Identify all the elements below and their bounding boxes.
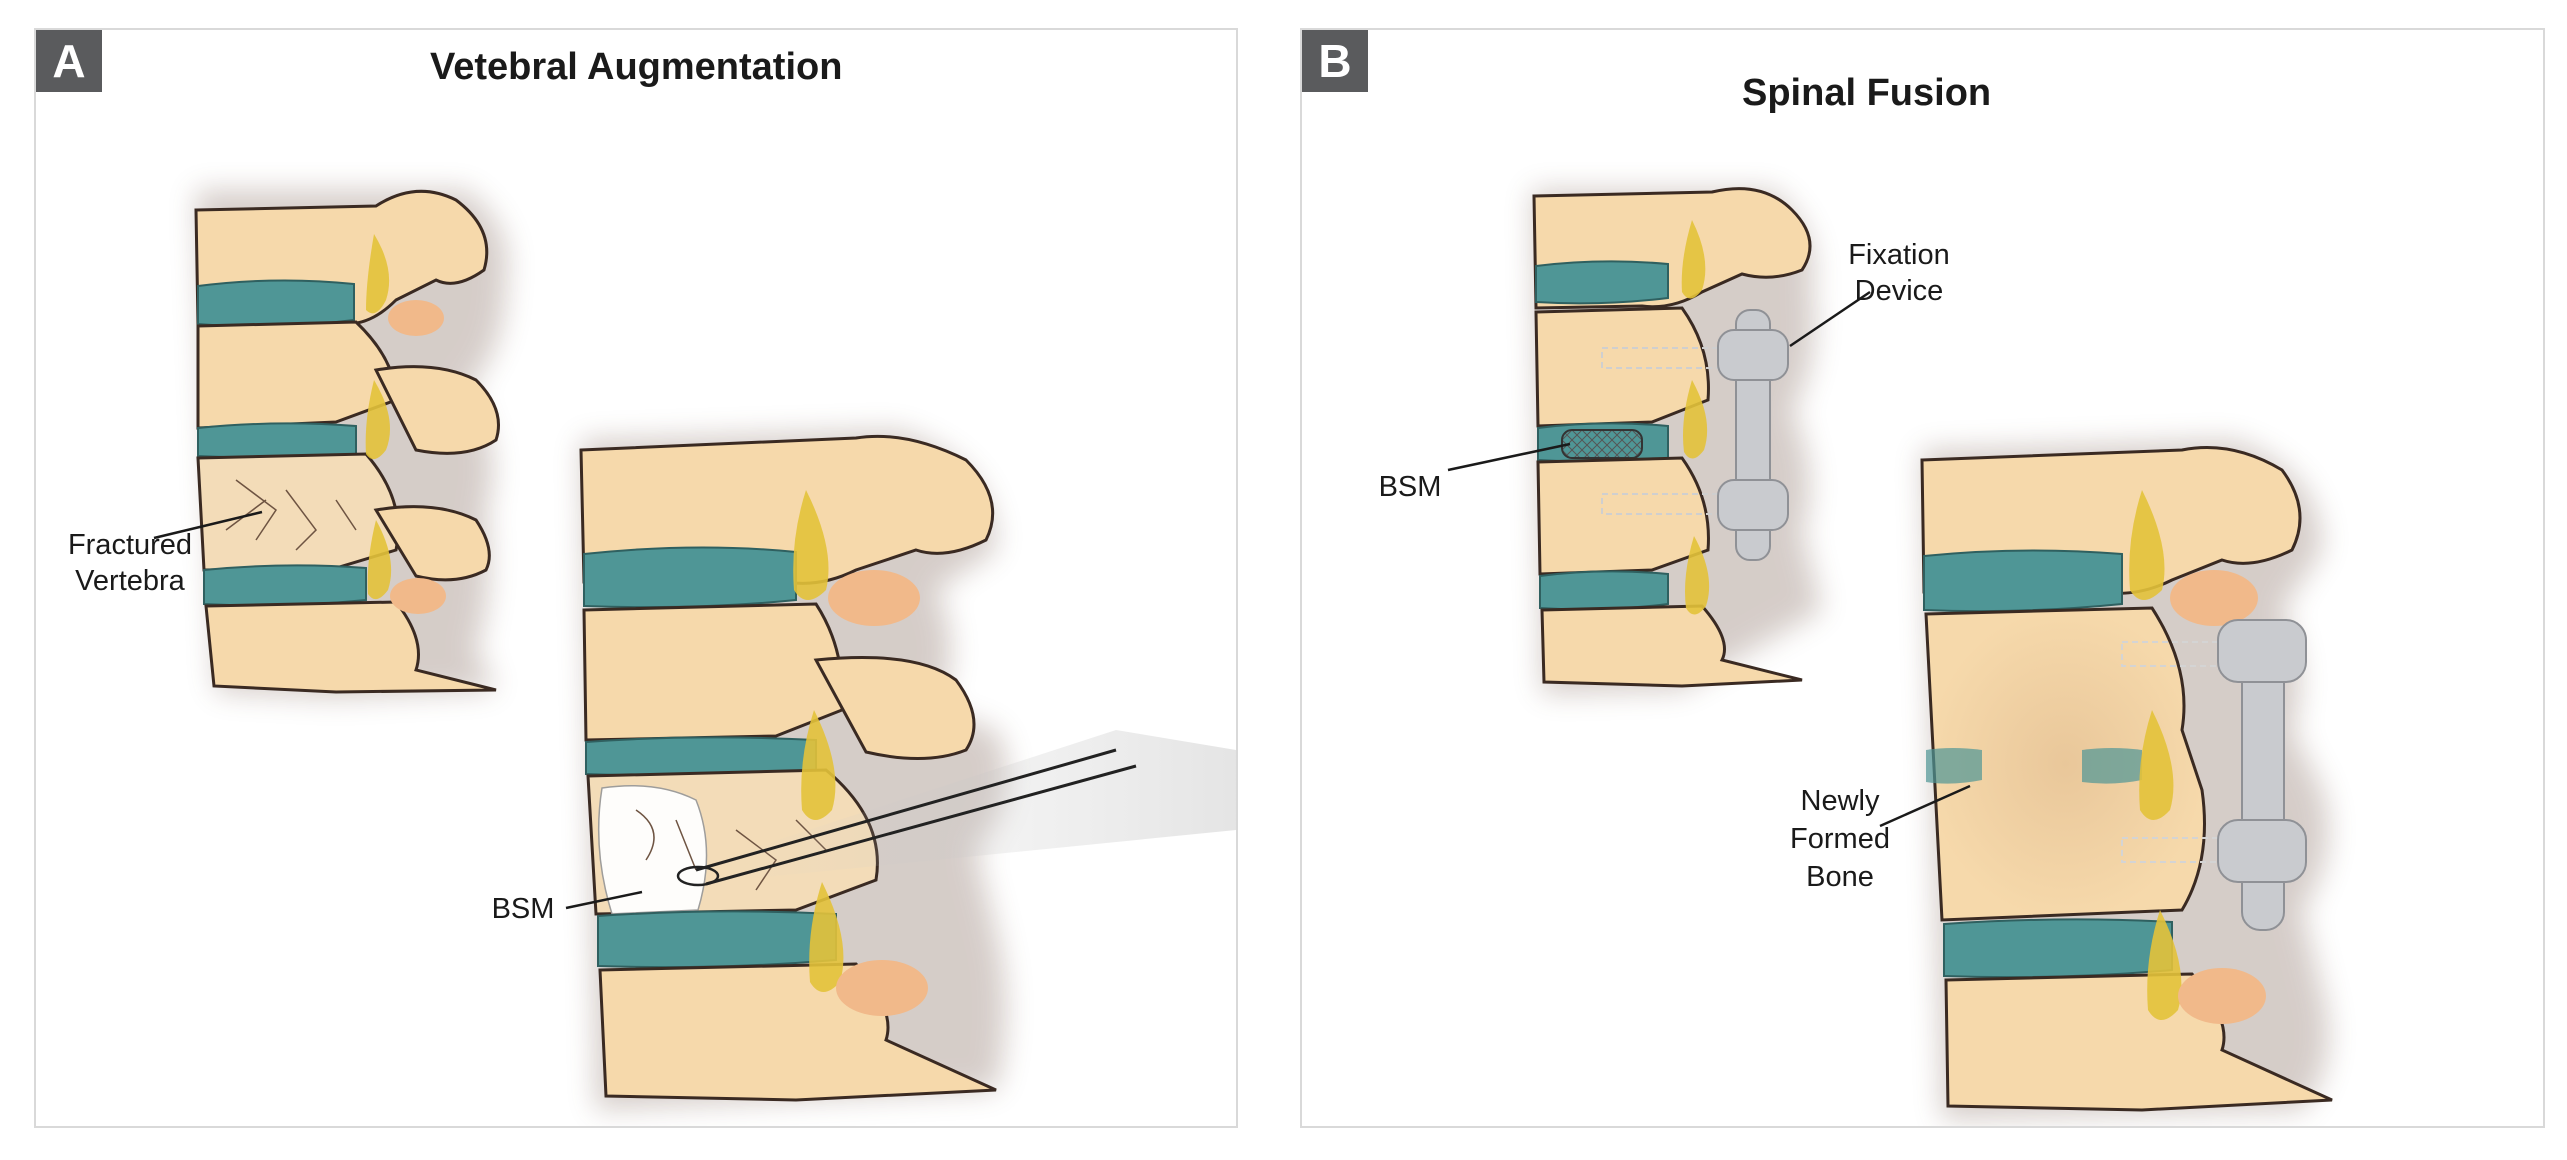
fixation-device-leader: [1789, 290, 1871, 348]
bsm-leader-a: [565, 890, 643, 910]
panel-b-title: Spinal Fusion: [1742, 72, 1992, 114]
bsm-cage: [1561, 429, 1643, 459]
bsm-leader-b: [1447, 442, 1571, 472]
large-spine-segment: [579, 430, 1236, 1110]
panel-a: A Vetebral Augmentation: [34, 28, 1238, 1128]
new-bone-leader: [1879, 784, 1971, 828]
panel-a-title: Vetebral Augmentation: [430, 46, 843, 88]
small-spine-segment: [194, 189, 508, 698]
cannula-lower: [705, 764, 1137, 886]
fractured-label-line1: Fractured: [68, 529, 192, 561]
fractured-vertebra-leader: [153, 510, 263, 540]
fractured-label-line2: Vertebra: [75, 565, 185, 597]
cannula-upper: [695, 748, 1117, 872]
fixation-label-line2: Device: [1855, 275, 1944, 307]
bsm-label-a: BSM: [492, 893, 555, 925]
small-fusion-spine: [1532, 187, 1822, 694]
fixation-label-line1: Fixation: [1848, 239, 1950, 271]
vertebral-augmentation-illustration: Fractured Vertebra BSM: [68, 189, 1236, 1110]
new-bone-label-line1: Newly: [1801, 785, 1880, 817]
spinal-fusion-illustration: Fixation Device BSM Newly Formed Bone: [1379, 187, 2333, 1120]
new-bone-label-line3: Bone: [1806, 861, 1874, 893]
bsm-cement-fill: [597, 784, 708, 915]
panel-a-badge: A: [36, 30, 102, 92]
panel-b: B Spinal Fusion: [1300, 28, 2545, 1128]
bsm-label-b: BSM: [1379, 471, 1442, 503]
new-bone-label-line2: Formed: [1790, 823, 1890, 855]
newly-formed-bone-block: [1924, 606, 2206, 922]
large-fusion-spine: [1920, 440, 2333, 1120]
panel-b-badge: B: [1302, 30, 1368, 92]
